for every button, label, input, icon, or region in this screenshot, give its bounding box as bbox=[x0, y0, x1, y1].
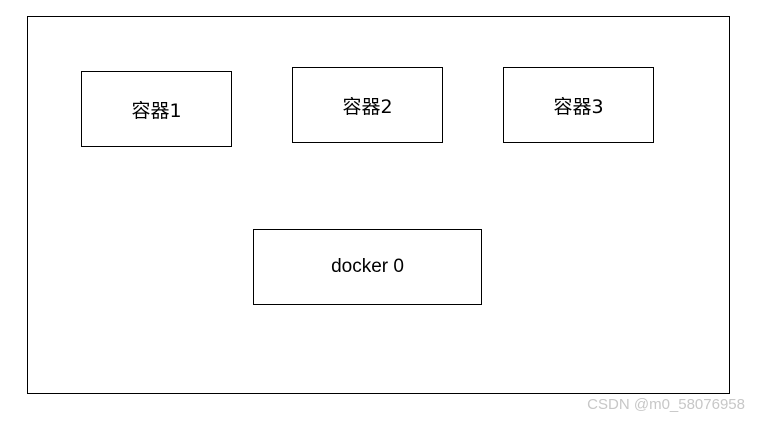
container-1-label: 容器1 bbox=[131, 99, 182, 122]
host-frame bbox=[27, 16, 730, 394]
container-2-label: 容器2 bbox=[342, 95, 393, 118]
docker0-bridge-label: docker 0 bbox=[331, 256, 404, 277]
container-1-box: 容器1 bbox=[81, 71, 232, 147]
container-2-box: 容器2 bbox=[292, 67, 443, 143]
container-3-label: 容器3 bbox=[553, 95, 604, 118]
docker0-bridge-box: docker 0 bbox=[253, 229, 482, 305]
csdn-watermark: CSDN @m0_58076958 bbox=[587, 396, 745, 413]
container-3-box: 容器3 bbox=[503, 67, 654, 143]
